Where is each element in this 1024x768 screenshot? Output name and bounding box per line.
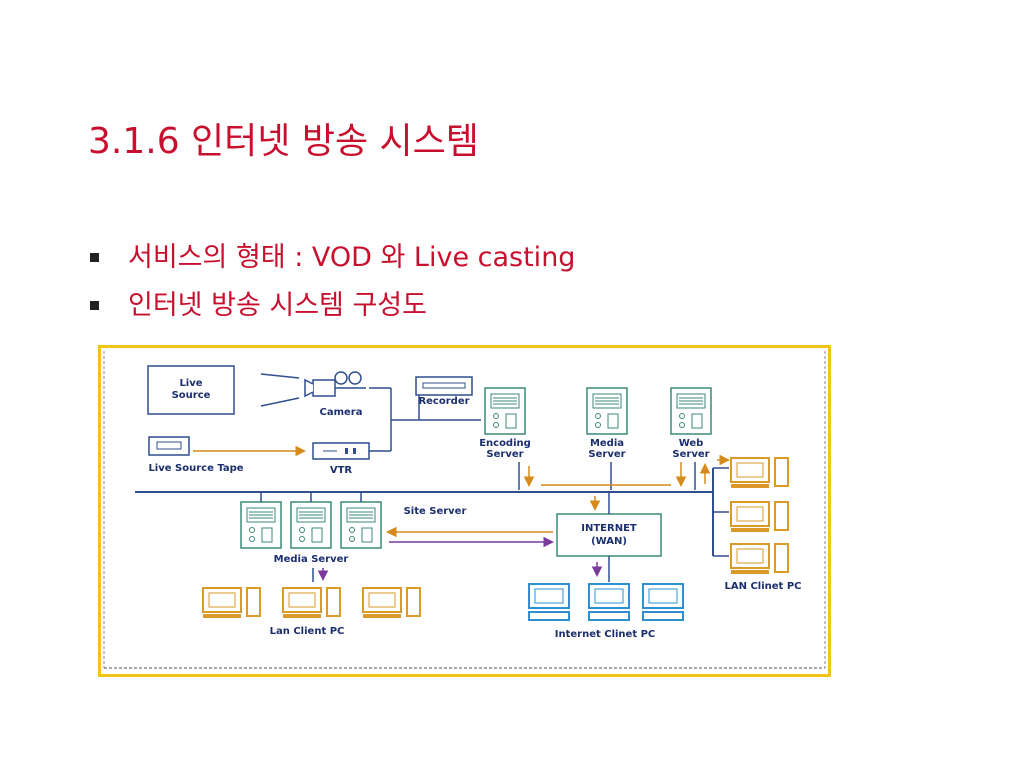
web-server-label: Server — [672, 449, 709, 460]
web-server-label: Web — [679, 438, 704, 449]
pc-icon — [282, 587, 341, 618]
page-title: 3.1.6 인터넷 방송 시스템 — [88, 121, 479, 162]
vtr-label: VTR — [330, 465, 353, 476]
live-source-label: Live — [179, 378, 202, 389]
bullet-text: 인터넷 방송 시스템 구성도 — [128, 290, 427, 321]
media-server-label: Server — [588, 449, 625, 460]
bullet-item: 인터넷 방송 시스템 구성도 — [88, 282, 575, 330]
site-server-label: Site Server — [404, 506, 467, 517]
encoding-server-icon — [484, 387, 526, 435]
media-server-label: Media — [590, 438, 624, 449]
recorder-label: Recorder — [418, 396, 469, 407]
media-server-icon — [290, 501, 332, 549]
camera-label: Camera — [320, 407, 363, 418]
pc-icon — [202, 587, 261, 618]
pc-icon — [642, 583, 684, 621]
media-server-icon — [340, 501, 382, 549]
media-server-icon — [586, 387, 628, 435]
camera-icon — [304, 371, 366, 398]
pc-icon — [362, 587, 421, 618]
pc-icon — [528, 583, 570, 621]
internet-client-pc-label: Internet Clinet PC — [555, 629, 656, 640]
pc-icon — [730, 457, 789, 488]
live-source-label: Source — [172, 390, 211, 401]
pc-icon — [588, 583, 630, 621]
bullet-list: 서비스의 형태 : VOD 와 Live casting 인터넷 방송 시스템 … — [88, 234, 575, 330]
internet-wan-box: INTERNET (WAN) — [556, 513, 662, 557]
vtr-icon — [312, 442, 370, 460]
internet-label: (WAN) — [591, 536, 627, 547]
pc-icon — [730, 501, 789, 532]
bullet-square-icon — [90, 301, 99, 310]
diagram-svg: Live Source Camera Recorder Live Source … — [103, 351, 826, 669]
pc-icon — [730, 543, 789, 574]
media-server-bottom-label: Media Server — [274, 554, 349, 565]
lan-client-pc-label: Lan Client PC — [270, 626, 345, 637]
system-diagram: Live Source Camera Recorder Live Source … — [98, 345, 831, 677]
bullet-text: 서비스의 형태 : VOD 와 Live casting — [128, 242, 576, 273]
live-source-box: Live Source — [147, 365, 235, 415]
bullet-item: 서비스의 형태 : VOD 와 Live casting — [88, 234, 575, 282]
live-source-tape-label: Live Source Tape — [148, 463, 243, 474]
internet-label: INTERNET — [581, 523, 637, 534]
tape-icon — [148, 436, 190, 456]
bullet-square-icon — [90, 253, 99, 262]
web-server-icon — [670, 387, 712, 435]
media-server-icon — [240, 501, 282, 549]
lan-clinet-pc-label: LAN Clinet PC — [725, 581, 802, 592]
recorder-icon — [415, 376, 473, 396]
encoding-server-label: Encoding — [479, 438, 531, 449]
encoding-server-label: Server — [486, 449, 523, 460]
